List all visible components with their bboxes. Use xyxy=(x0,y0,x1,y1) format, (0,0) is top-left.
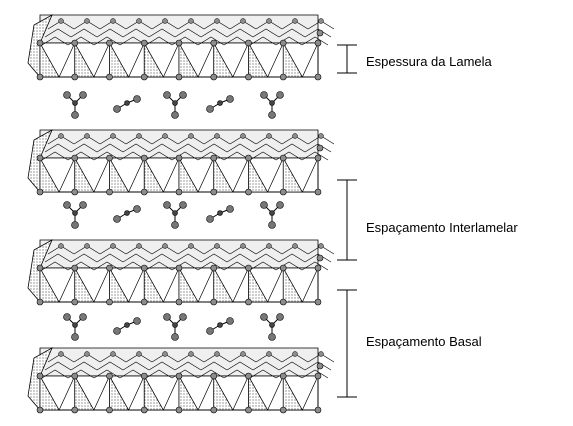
anion-molecule xyxy=(206,205,234,223)
octahedral-lamella-3 xyxy=(27,239,335,306)
interlayer-anions-1 xyxy=(63,91,284,119)
anion-molecule xyxy=(163,201,187,229)
anion-molecule xyxy=(113,95,141,113)
anion-molecule xyxy=(113,317,141,335)
octahedral-lamella-2 xyxy=(27,129,335,196)
interlayer-spacing-label: Espaçamento Interlamelar xyxy=(366,220,518,235)
octahedral-lamella-1 xyxy=(27,14,335,81)
anion-molecule xyxy=(63,91,87,119)
anion-molecule xyxy=(260,91,284,119)
basal-spacing-bracket xyxy=(337,289,357,398)
anion-molecule xyxy=(63,201,87,229)
lamella-thickness-label: Espessura da Lamela xyxy=(366,54,492,69)
anion-molecule xyxy=(163,313,187,341)
anion-molecule xyxy=(163,91,187,119)
lamella-thickness-bracket xyxy=(337,44,357,74)
anion-molecule xyxy=(113,205,141,223)
octahedral-lamella-4 xyxy=(27,347,335,414)
anion-molecule xyxy=(260,313,284,341)
anion-molecule xyxy=(206,317,234,335)
interlayer-spacing-bracket xyxy=(337,179,357,261)
interlayer-anions-2 xyxy=(63,201,284,229)
anion-molecule xyxy=(206,95,234,113)
interlayer-anions-3 xyxy=(63,313,284,341)
basal-spacing-label: Espaçamento Basal xyxy=(366,334,482,349)
anion-molecule xyxy=(63,313,87,341)
anion-molecule xyxy=(260,201,284,229)
